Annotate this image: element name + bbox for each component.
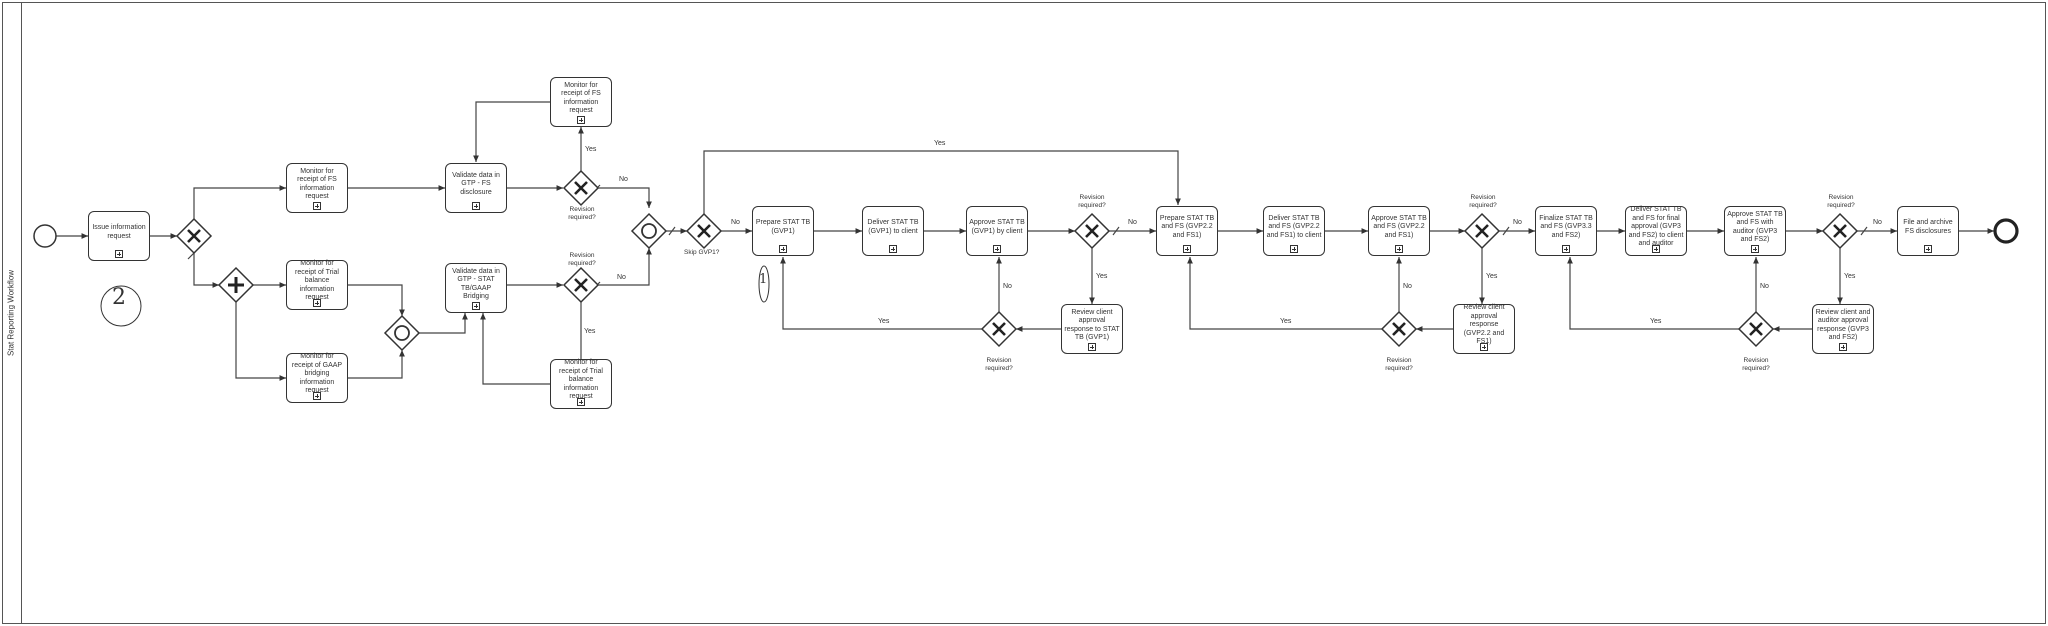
inclusive-gateway-join bbox=[383, 314, 421, 352]
flow-par-gaap bbox=[235, 302, 286, 381]
label-yes-gvp2-review: Yes bbox=[1280, 318, 1292, 325]
lane-header bbox=[2, 2, 22, 624]
task-prepare-stat-tb-fs[interactable]: Prepare STAT TB and FS (GVP2.2 and FS1) bbox=[1156, 206, 1218, 256]
label-no-gvp2-review: No bbox=[1403, 283, 1412, 290]
flow-join-validate bbox=[419, 313, 468, 334]
flow-monitor-validate bbox=[473, 101, 550, 162]
task-monitor-gaap-bridging[interactable]: Monitor for receipt of GAAP bridging inf… bbox=[286, 353, 348, 403]
subprocess-icon bbox=[115, 250, 123, 258]
flow-gwd-yes bbox=[1567, 257, 1739, 330]
task-finalize-stat-tb-fs[interactable]: Finalize STAT TB and FS (GVP3.3 and FS2) bbox=[1535, 206, 1597, 256]
label-yes-gvp1-review: Yes bbox=[878, 318, 890, 325]
task-issue-information-request[interactable]: Issue information request bbox=[88, 211, 150, 261]
label-yes-tb-gateway: Yes bbox=[584, 328, 596, 335]
label-no-gvp3: No bbox=[1873, 219, 1882, 226]
task-approve-stat-tb-gvp1[interactable]: Approve STAT TB (GVP1) by client bbox=[966, 206, 1028, 256]
subprocess-icon bbox=[779, 245, 787, 253]
task-prepare-stat-tb-gvp1[interactable]: Prepare STAT TB (GVP1) bbox=[752, 206, 814, 256]
label-no-gvp2: No bbox=[1513, 219, 1522, 226]
label-no-fs-gateway: No bbox=[619, 176, 628, 183]
inclusive-gateway-merge bbox=[630, 212, 668, 250]
label-revision-gvp3-review: Revision required? bbox=[1742, 357, 1770, 372]
task-review-client-approval-gvp1[interactable]: Review client approval response to STAT … bbox=[1061, 304, 1123, 354]
subprocess-icon bbox=[472, 302, 480, 310]
label-yes-gvp2: Yes bbox=[1486, 273, 1498, 280]
end-event bbox=[1993, 218, 2019, 244]
subprocess-icon bbox=[993, 245, 1001, 253]
task-deliver-final-approval[interactable]: Deliver STAT TB and FS for final approva… bbox=[1625, 206, 1687, 256]
subprocess-icon bbox=[1839, 343, 1847, 351]
subprocess-icon bbox=[1751, 245, 1759, 253]
subprocess-icon bbox=[1183, 245, 1191, 253]
parallel-plus-marker bbox=[228, 277, 244, 293]
inclusive-marker-merge bbox=[641, 223, 657, 239]
label-yes-gvp1: Yes bbox=[1096, 273, 1108, 280]
label-revision-gvp3: Revision required? bbox=[1827, 194, 1855, 209]
task-monitor-fs-top[interactable]: Monitor for receipt of FS information re… bbox=[550, 77, 612, 127]
gateway-x-markers bbox=[187, 181, 1847, 336]
task-deliver-stat-tb-gvp1[interactable]: Deliver STAT TB (GVP1) to client bbox=[862, 206, 924, 256]
flow-gw2-no bbox=[598, 248, 652, 286]
subprocess-icon bbox=[889, 245, 897, 253]
label-skip-gvp1: Skip GVP1? bbox=[684, 249, 720, 256]
subprocess-icon bbox=[313, 392, 321, 400]
label-yes-gvp3-review: Yes bbox=[1650, 318, 1662, 325]
flow-gaap-join bbox=[348, 350, 405, 379]
flow-gw1-down bbox=[193, 253, 219, 288]
subprocess-icon bbox=[1480, 343, 1488, 351]
handwritten-number-2: 2 bbox=[112, 285, 126, 310]
label-yes-monitor-fs: Yes bbox=[585, 146, 597, 153]
task-file-archive-fs[interactable]: File and archive FS disclosures bbox=[1897, 206, 1959, 256]
task-monitor-tb-bottom[interactable]: Monitor for receipt of Trial balance inf… bbox=[550, 359, 612, 409]
flow-gw-no-merge bbox=[598, 187, 652, 208]
subprocess-icon bbox=[577, 398, 585, 406]
label-revision-gvp2: Revision required? bbox=[1469, 194, 1497, 209]
label-revision-tb-gateway: Revision required? bbox=[568, 252, 596, 267]
label-revision-gvp1: Revision required? bbox=[1078, 194, 1106, 209]
task-validate-stat-tb[interactable]: Validate data in GTP - STAT TB/GAAP Brid… bbox=[445, 263, 507, 313]
task-monitor-trial-balance[interactable]: Monitor for receipt of Trial balance inf… bbox=[286, 260, 348, 310]
inclusive-marker-join bbox=[394, 325, 410, 341]
label-no-skip: No bbox=[731, 219, 740, 226]
task-review-auditor-approval[interactable]: Review client and auditor approval respo… bbox=[1812, 304, 1874, 354]
task-validate-fs-disclosure[interactable]: Validate data in GTP - FS disclosure bbox=[445, 163, 507, 213]
task-approve-with-auditor[interactable]: Approve STAT TB and FS with auditor (GVP… bbox=[1724, 206, 1786, 256]
handwritten-circle-2 bbox=[100, 285, 142, 327]
label-no-gvp1-review: No bbox=[1003, 283, 1012, 290]
subprocess-icon bbox=[1395, 245, 1403, 253]
subprocess-icon bbox=[577, 116, 585, 124]
flow-gwc-yes bbox=[1187, 257, 1382, 330]
label-revision-gvp1-review: Revision required? bbox=[985, 357, 1013, 372]
flow-gw1-up bbox=[193, 185, 286, 219]
label-yes-skip: Yes bbox=[934, 140, 946, 147]
subprocess-icon bbox=[1088, 343, 1096, 351]
flow-mon-validate2 bbox=[480, 313, 550, 385]
subprocess-icon bbox=[1290, 245, 1298, 253]
label-no-gvp1: No bbox=[1128, 219, 1137, 226]
flow-tb-join bbox=[348, 284, 405, 316]
handwritten-circle-1 bbox=[758, 265, 770, 303]
flow-skip-yes bbox=[703, 150, 1181, 214]
subprocess-icon bbox=[1562, 245, 1570, 253]
label-revision-fs-gateway: Revision required? bbox=[568, 206, 596, 221]
label-no-gvp3-review: No bbox=[1760, 283, 1769, 290]
label-no-tb-gateway: No bbox=[617, 274, 626, 281]
subprocess-icon bbox=[1924, 245, 1932, 253]
task-review-client-approval-gvp2[interactable]: Review client approval response (GVP2.2 … bbox=[1453, 304, 1515, 354]
start-event bbox=[33, 224, 57, 248]
subprocess-icon bbox=[1652, 245, 1660, 253]
flow-gwb-yes bbox=[780, 257, 982, 330]
subprocess-icon bbox=[472, 202, 480, 210]
handwritten-number-1: 1 bbox=[759, 272, 768, 287]
subprocess-icon bbox=[313, 299, 321, 307]
task-monitor-fs-request[interactable]: Monitor for receipt of FS information re… bbox=[286, 163, 348, 213]
label-revision-gvp2-review: Revision required? bbox=[1385, 357, 1413, 372]
label-yes-gvp3: Yes bbox=[1844, 273, 1856, 280]
task-approve-stat-tb-fs[interactable]: Approve STAT TB and FS (GVP2.2 and FS1) bbox=[1368, 206, 1430, 256]
task-deliver-stat-tb-fs[interactable]: Deliver STAT TB and FS (GVP2.2 and FS1) … bbox=[1263, 206, 1325, 256]
subprocess-icon bbox=[313, 202, 321, 210]
